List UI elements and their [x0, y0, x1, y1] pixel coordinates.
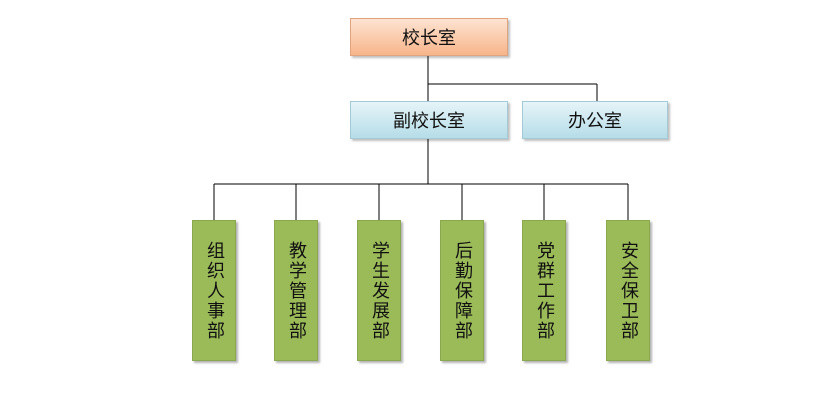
dept-node-personnel: 组织人事部	[192, 220, 236, 361]
dept-node-logistics: 后勤保障部	[440, 220, 484, 361]
dept-node-teaching: 教学管理部	[274, 220, 318, 361]
vice-principal-office-node: 副校长室	[350, 101, 508, 139]
principal-office-node: 校长室	[350, 18, 508, 56]
dept-node-student: 学生发展部	[357, 220, 401, 361]
dept-node-security: 安全保卫部	[606, 220, 650, 361]
dept-node-party: 党群工作部	[522, 220, 566, 361]
general-office-node: 办公室	[522, 101, 668, 139]
